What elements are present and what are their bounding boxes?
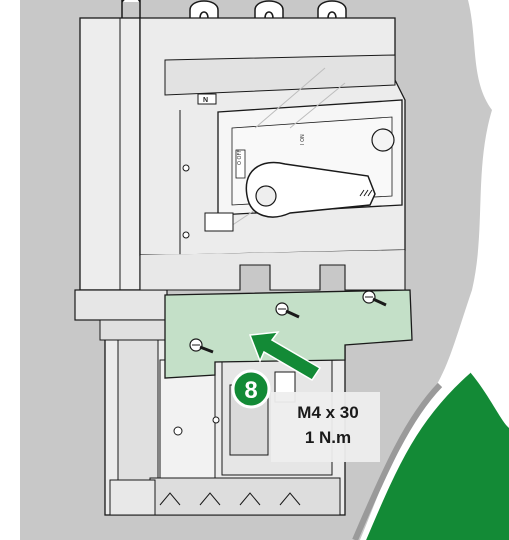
on-label: I ON [300, 134, 306, 145]
push-arrow-icon [248, 331, 322, 382]
screw-icon [362, 290, 387, 307]
screw-icon [275, 302, 300, 319]
screw-icon [189, 338, 214, 354]
off-label: O OFF [237, 150, 243, 165]
terminal-cover-plate [164, 289, 413, 379]
breaker-main-body: N O OFF I ON [139, 17, 406, 291]
neutral-mark: N [203, 97, 208, 104]
breaker-side-housing [74, 17, 168, 341]
torque-text: 1 N.m [305, 428, 351, 447]
page-curl-icon [352, 371, 509, 540]
step-number: 8 [244, 377, 257, 404]
screw-size-text: M4 x 30 [297, 403, 358, 422]
rotary-handle-icon [245, 161, 376, 218]
step-badge: 8 [231, 369, 271, 409]
spec-label: M4 x 30 1 N.m [271, 392, 380, 462]
